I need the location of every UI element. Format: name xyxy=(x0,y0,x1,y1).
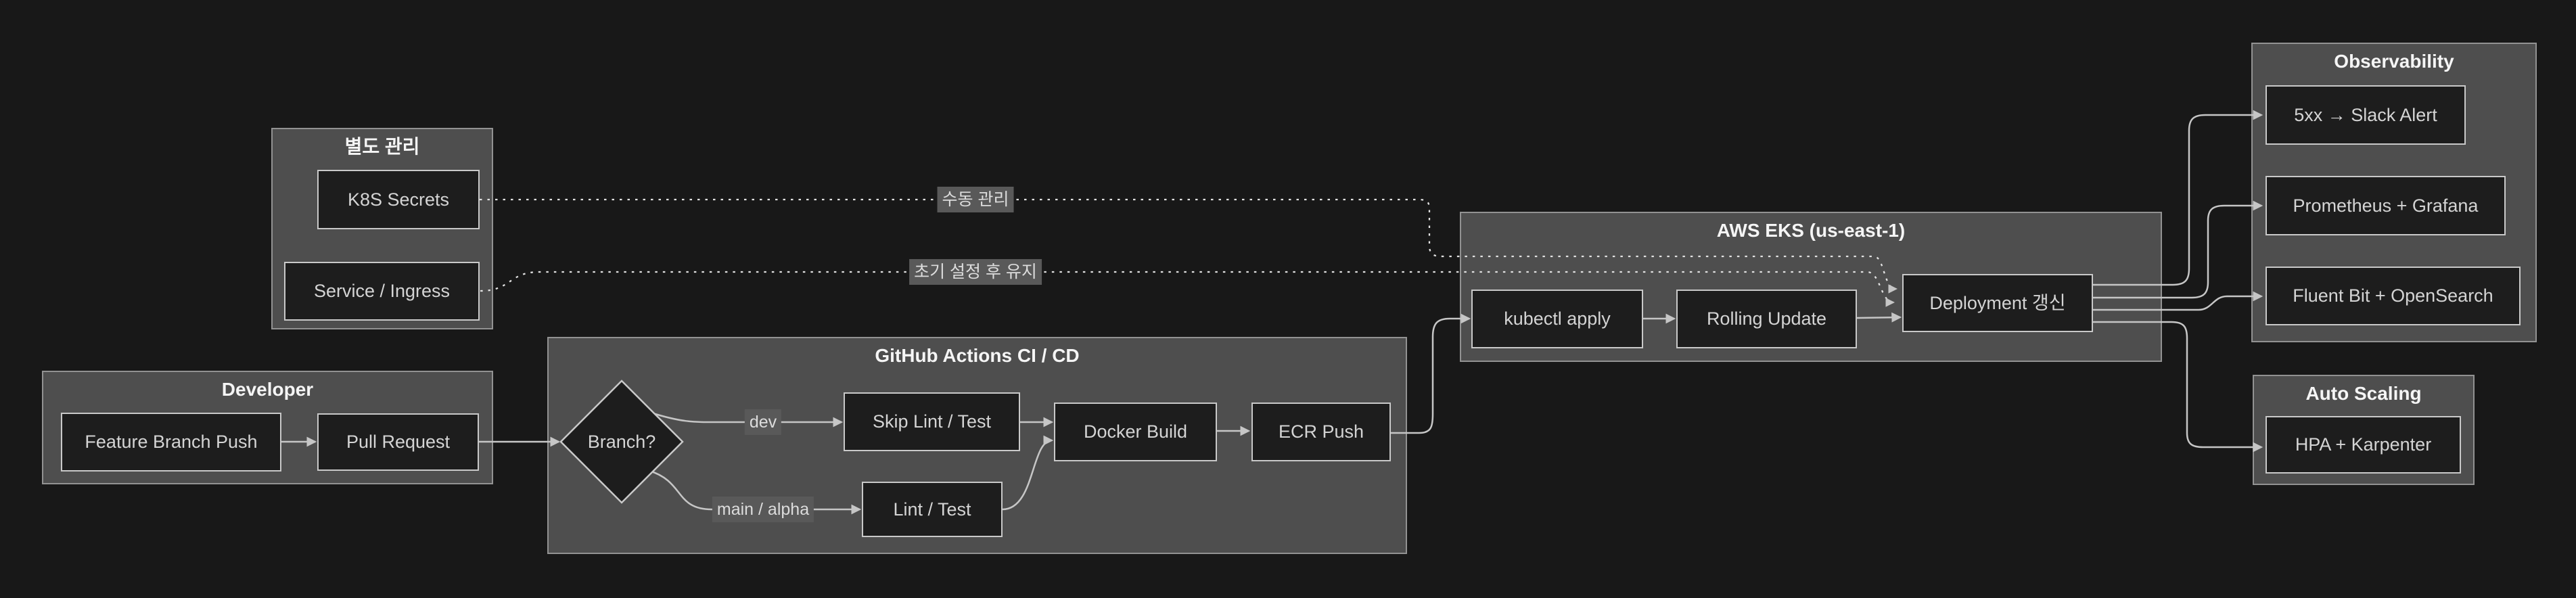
node-slack-alert: 5xx → Slack Alert xyxy=(2266,85,2466,145)
node-ecr-push: ECR Push xyxy=(1251,402,1391,461)
edge-label-initial-setup: 초기 설정 후 유지 xyxy=(909,259,1042,285)
node-kubectl-apply: kubectl apply xyxy=(1471,290,1643,348)
node-pull-request: Pull Request xyxy=(317,413,479,471)
node-fluent-bit-opensearch: Fluent Bit + OpenSearch xyxy=(2266,267,2521,325)
cluster-github-actions-title: GitHub Actions CI / CD xyxy=(875,345,1080,366)
edge-label-dev: dev xyxy=(744,409,782,435)
cluster-observability-title: Observability xyxy=(2334,51,2454,72)
cluster-aws-eks-title: AWS EKS (us-east-1) xyxy=(1716,220,1906,241)
cluster-developer-title: Developer xyxy=(221,379,314,400)
node-skip-lint-test: Skip Lint / Test xyxy=(844,392,1020,451)
node-hpa-karpenter: HPA + Karpenter xyxy=(2266,416,2461,474)
edge-label-main-alpha: main / alpha xyxy=(712,497,814,522)
node-prometheus-grafana: Prometheus + Grafana xyxy=(2266,176,2506,235)
node-rolling-update: Rolling Update xyxy=(1676,290,1857,348)
node-feature-branch-push: Feature Branch Push xyxy=(61,413,281,472)
cluster-auto-scaling-title: Auto Scaling xyxy=(2305,383,2422,404)
cluster-separate-title: 별도 관리 xyxy=(344,136,420,157)
node-docker-build: Docker Build xyxy=(1054,402,1217,461)
node-deployment-refresh: Deployment 갱신 xyxy=(1902,274,2093,332)
node-lint-test: Lint / Test xyxy=(862,482,1003,537)
node-k8s-secrets: K8S Secrets xyxy=(317,170,480,229)
node-service-ingress: Service / Ingress xyxy=(284,262,480,321)
edge-label-manual-management: 수동 관리 xyxy=(937,187,1014,212)
node-branch-decision-label: Branch? xyxy=(587,431,656,452)
